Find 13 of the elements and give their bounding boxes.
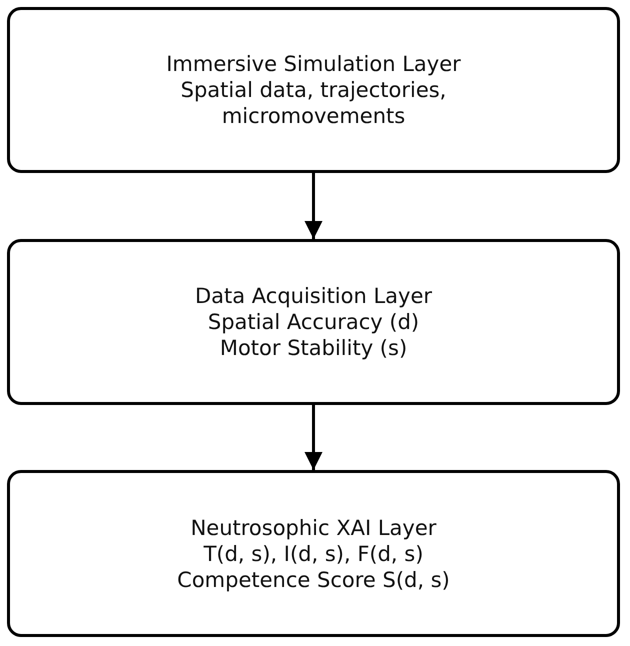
process-box bbox=[7, 470, 620, 637]
layer-detail: Motor Stability (s) bbox=[220, 335, 408, 361]
layer-heading: Neutrosophic XAI Layer bbox=[190, 514, 436, 540]
arrow bbox=[304, 405, 322, 470]
layer-heading: Data Acquisition Layer bbox=[194, 283, 432, 309]
layer-detail: Spatial Accuracy (d) bbox=[208, 309, 420, 335]
layer-detail: T(d, s), I(d, s), F(d, s) bbox=[204, 540, 424, 566]
layer-detail: Competence Score S(d, s) bbox=[177, 566, 450, 592]
layer-detail: Spatial data, trajectories, micromovements bbox=[180, 77, 448, 129]
layer-heading: Immersive Simulation Layer bbox=[166, 51, 461, 77]
arrow bbox=[304, 173, 322, 239]
process-box bbox=[7, 239, 620, 405]
process-box bbox=[7, 7, 620, 173]
